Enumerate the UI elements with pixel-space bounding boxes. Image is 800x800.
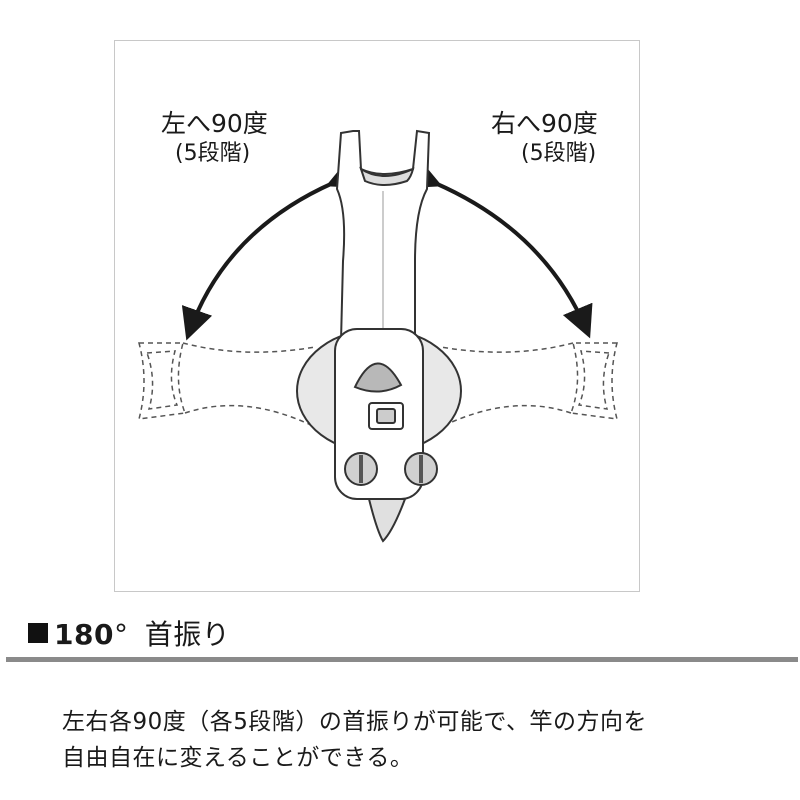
description-line-1: 左右各90度（各5段階）の首振りが可能で、竿の方向を (62, 709, 647, 735)
heading-title: 180° 首振り (54, 613, 230, 653)
heading-bullet-square-icon (28, 623, 48, 643)
right-label-steps: (5段階) (521, 141, 597, 166)
section-divider (6, 657, 798, 662)
heading-text: 首振り (144, 618, 231, 651)
rod-holder-diagram (137, 129, 619, 543)
product-diagram-frame: 左へ90度 (5段階) 右へ90度 (5段階) (114, 40, 640, 592)
left-rotation-label: 左へ90度 (5段階) (161, 109, 268, 169)
description-line-2: 自由自在に変えることができる。 (62, 745, 414, 771)
left-rotation-arrow (181, 158, 362, 341)
heading-degree: ° (113, 618, 129, 651)
left-label-steps: (5段階) (175, 141, 251, 166)
heading-number: 180 (54, 618, 114, 651)
left-label-angle: 左へ90度 (161, 109, 268, 138)
rod-holder-body (296, 328, 462, 543)
description: 左右各90度（各5段階）の首振りが可能で、竿の方向を 自由自在に変えることができ… (62, 704, 647, 776)
section-heading: 180° 首振り (28, 613, 230, 653)
rod-holder-arm (335, 129, 431, 342)
left-position-outline (137, 342, 316, 428)
right-position-outline (440, 342, 619, 428)
right-label-angle: 右へ90度 (491, 109, 598, 138)
right-rotation-arrow (406, 158, 593, 339)
right-rotation-label: 右へ90度 (5段階) (491, 109, 598, 169)
